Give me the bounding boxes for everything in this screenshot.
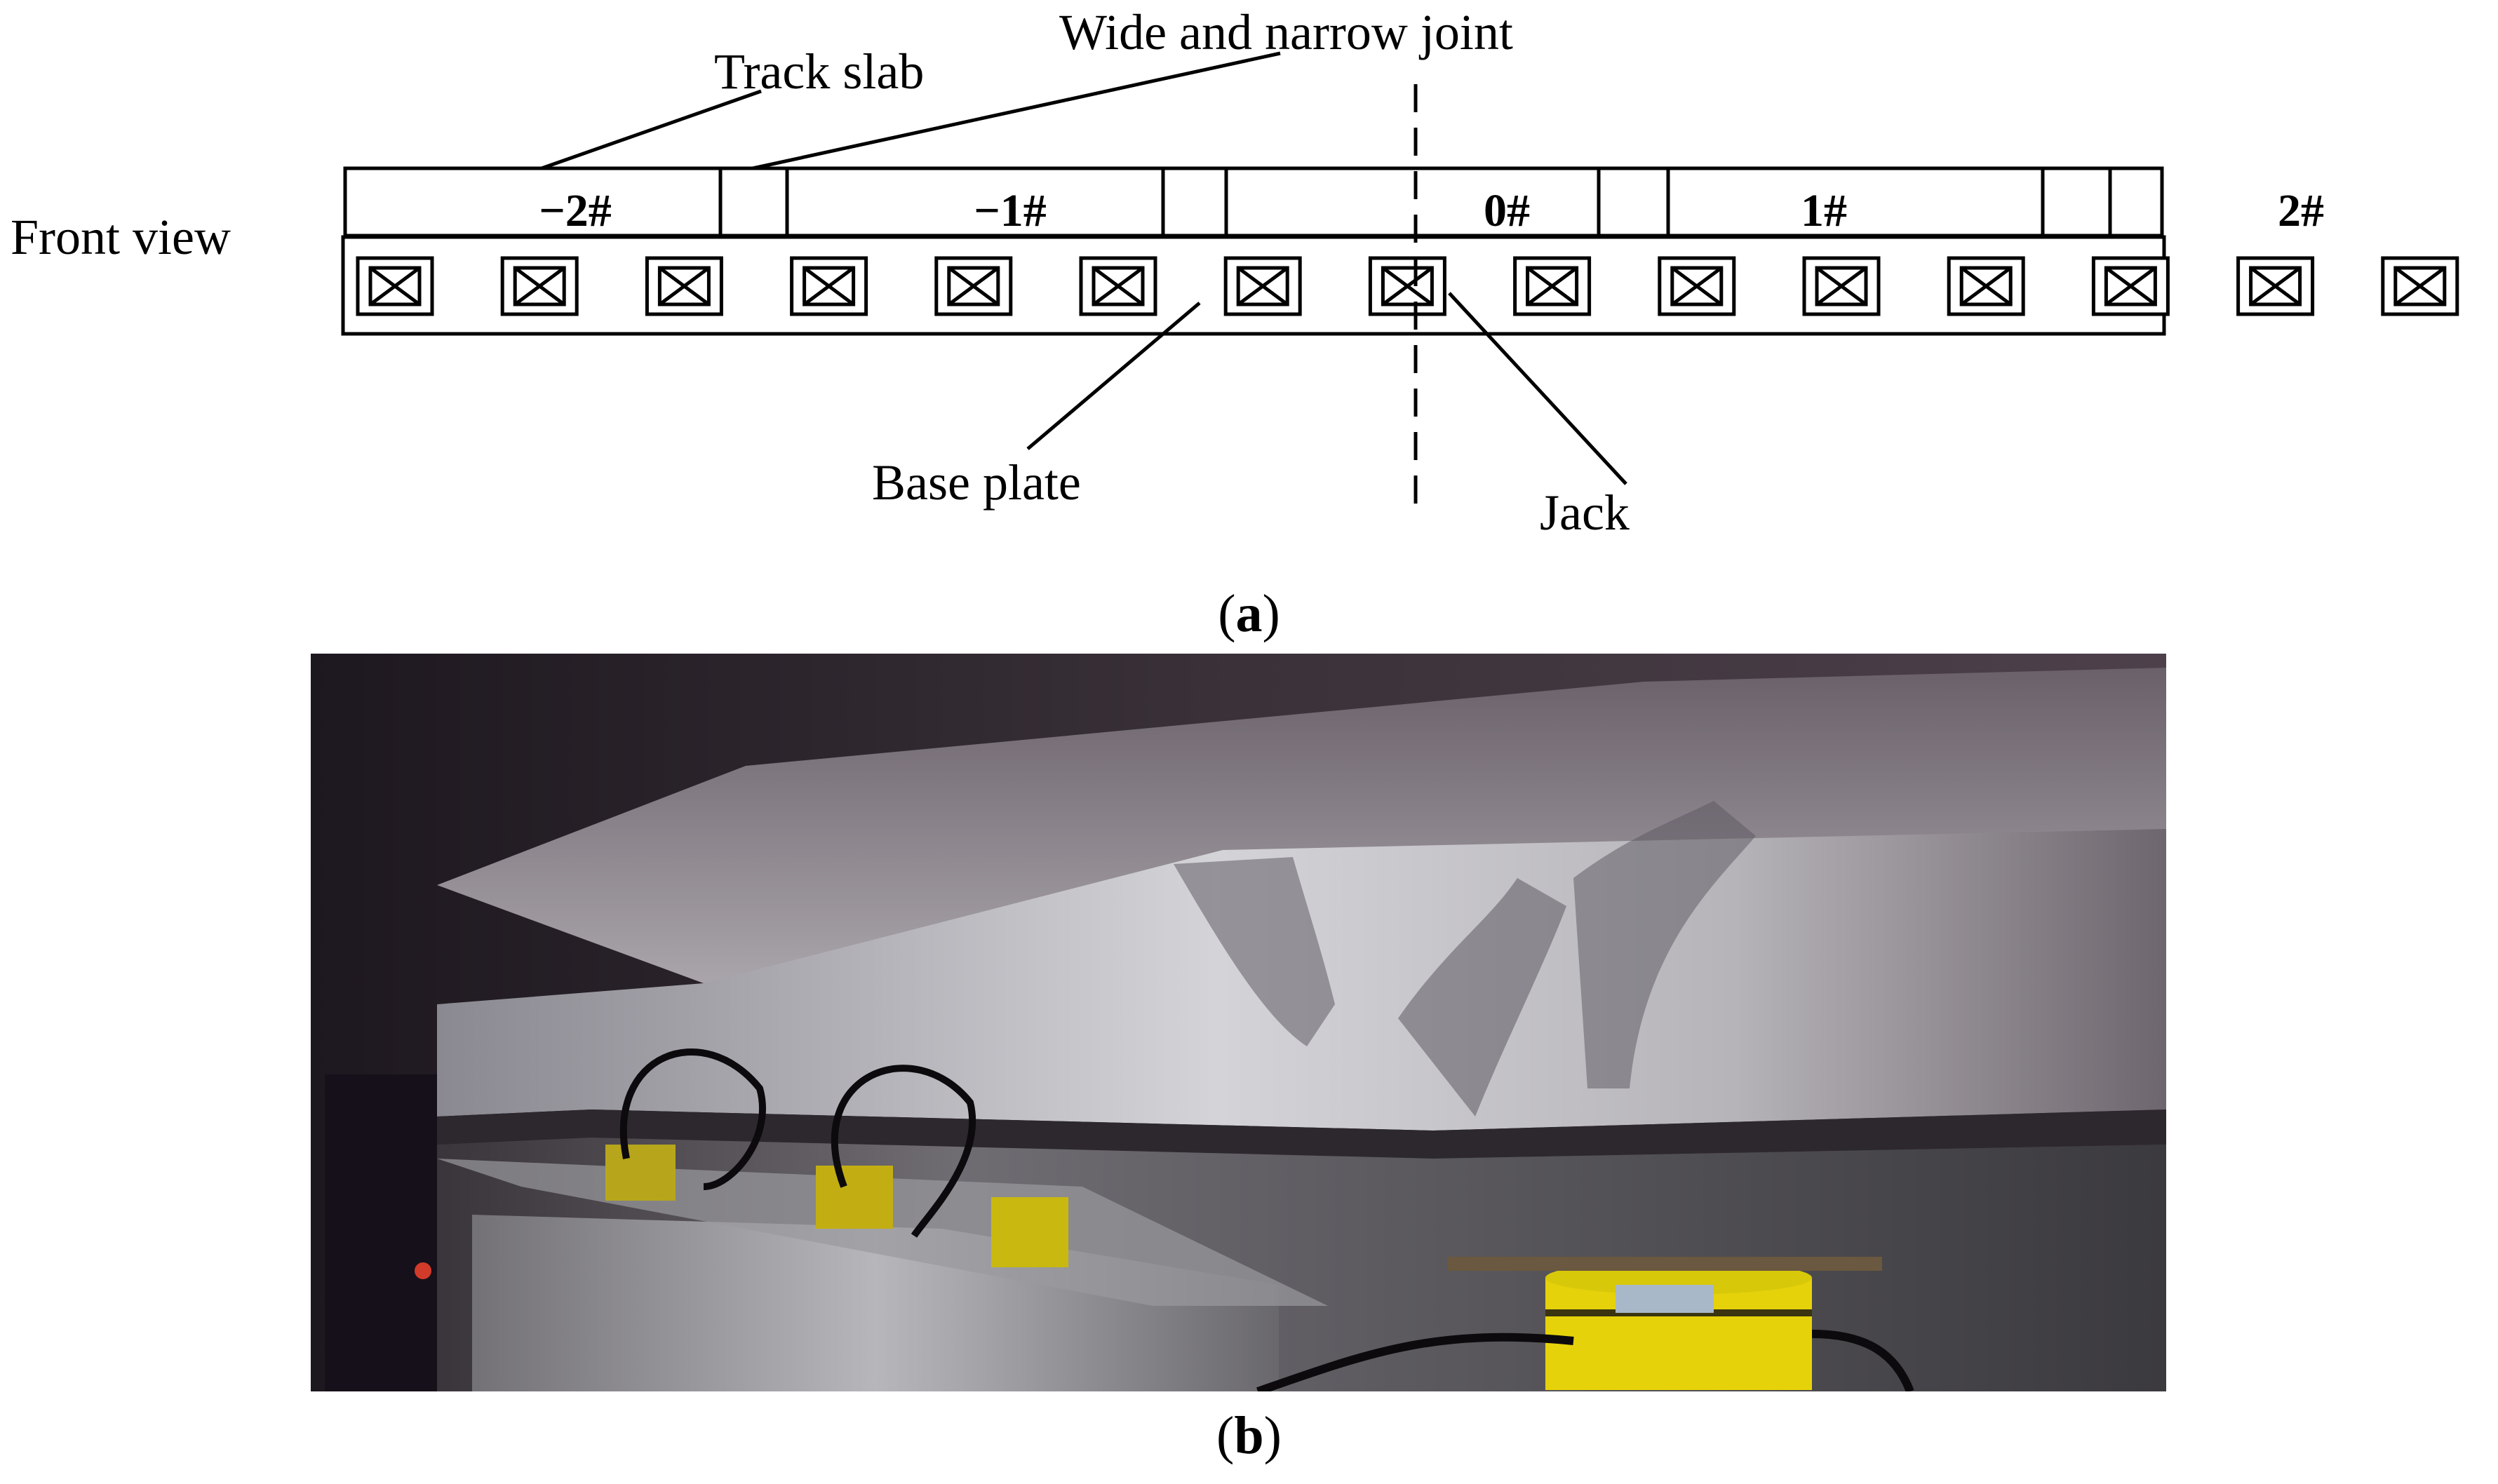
jack-symbol bbox=[1802, 256, 1881, 316]
jack-symbol bbox=[790, 256, 868, 316]
slab-label-minus-1: −1# bbox=[974, 185, 1047, 236]
shadow-shape bbox=[1174, 857, 1335, 1046]
jack-left-2 bbox=[816, 1166, 893, 1229]
front-view-label: Front view bbox=[11, 209, 231, 265]
jack-large-label bbox=[1616, 1285, 1714, 1313]
track-slab-strip bbox=[343, 166, 2164, 238]
jack-symbol bbox=[1368, 256, 1446, 316]
site-photo bbox=[311, 654, 2166, 1391]
jack-row bbox=[356, 256, 2459, 316]
jack-symbol bbox=[1513, 256, 1592, 316]
hose-1 bbox=[619, 1048, 766, 1190]
jack-leader bbox=[1448, 292, 1627, 485]
base-plate-leader bbox=[1026, 302, 1201, 450]
jack-large-plate bbox=[1447, 1257, 1882, 1271]
jack-symbol bbox=[934, 256, 1013, 316]
hose-3 bbox=[1256, 1333, 1574, 1391]
shadow-shape-2 bbox=[1398, 878, 1566, 1117]
jack-symbol bbox=[1947, 256, 2025, 316]
jack-callout: Jack bbox=[1540, 485, 1630, 541]
jack-left-1 bbox=[605, 1145, 676, 1201]
jack-symbol bbox=[645, 256, 723, 316]
jack-symbol bbox=[1079, 256, 1157, 316]
slab-label-2: 2# bbox=[2278, 185, 2324, 236]
front-view-diagram: −2# −1# 0# 1# 2# Front view Track slab W… bbox=[11, 4, 2459, 541]
jack-symbol bbox=[1658, 256, 1736, 316]
track-slab-callout: Track slab bbox=[714, 43, 924, 100]
jack-symbol bbox=[356, 256, 434, 316]
slab-top-face bbox=[437, 668, 2166, 983]
jack-symbol bbox=[2091, 256, 2170, 316]
shadow-shape-3 bbox=[1573, 801, 1756, 1088]
jack-symbol bbox=[1223, 256, 1302, 316]
joint-leader bbox=[752, 51, 1281, 170]
jack-left-3 bbox=[991, 1197, 1068, 1267]
jack-symbol bbox=[500, 256, 579, 316]
red-light bbox=[415, 1262, 431, 1279]
joint-callout: Wide and narrow joint bbox=[1059, 4, 1513, 60]
jack-symbol bbox=[2381, 256, 2459, 316]
slab-label-minus-2: −2# bbox=[539, 185, 612, 236]
slab-bottom-edge bbox=[437, 1109, 2166, 1159]
equipment-left bbox=[325, 1074, 437, 1391]
track-slab-leader bbox=[541, 89, 762, 170]
slab-label-0: 0# bbox=[1484, 185, 1530, 236]
caption-b: (b) bbox=[1216, 1406, 1282, 1465]
slab-label-1: 1# bbox=[1801, 185, 1847, 236]
joint-dividers bbox=[718, 168, 2112, 236]
hose-4 bbox=[1811, 1330, 1914, 1391]
base-plate-callout: Base plate bbox=[872, 454, 1081, 511]
caption-a: (a) bbox=[1218, 584, 1280, 643]
jack-symbol bbox=[2236, 256, 2315, 316]
hose-2 bbox=[831, 1065, 976, 1238]
